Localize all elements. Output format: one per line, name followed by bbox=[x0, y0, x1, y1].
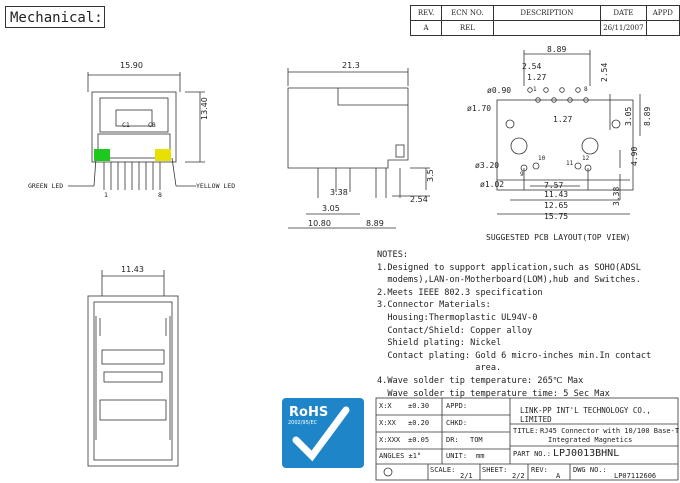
note-line: Shield plating: Nickel bbox=[377, 338, 502, 349]
note-line: Housing:Thermoplastic UL94V-0 bbox=[377, 312, 538, 323]
rohs-label: RoHS bbox=[289, 405, 329, 420]
side-view bbox=[287, 68, 430, 229]
projection-symbol-icon bbox=[383, 467, 393, 477]
green-led-label: GREEN LED bbox=[28, 182, 64, 190]
angles: ANGLES ±1° bbox=[379, 452, 422, 460]
pcb-127-a: 1.27 bbox=[527, 73, 547, 82]
tol-xxx-value: ±0.05 bbox=[408, 436, 430, 444]
pin-8-label: 8 bbox=[158, 191, 162, 199]
tol-xx-value: ±0.20 bbox=[408, 419, 430, 427]
pcb-254-a: 2.54 bbox=[522, 62, 542, 71]
side-1080-dim: 10.80 bbox=[308, 219, 331, 228]
tol-xx: X:XX bbox=[379, 419, 396, 427]
pcb-1265: 12.65 bbox=[544, 201, 569, 210]
yellow-led-label: YELLOW LED bbox=[196, 182, 236, 190]
rev-value: A bbox=[556, 472, 561, 480]
note-line: 4.Wave solder tip temperature: 265℃ Max bbox=[377, 375, 584, 386]
note-line: 2.Meets IEEE 802.3 specification bbox=[377, 287, 543, 298]
front-view bbox=[68, 72, 205, 190]
pcb-170: ø1.70 bbox=[467, 104, 492, 113]
part-number: LPJ0013BHNL bbox=[553, 448, 620, 459]
note-line: Contact plating: Gold 6 micro-inches min… bbox=[377, 350, 652, 361]
pcb-pin-12: 12 bbox=[582, 155, 590, 162]
rev-label: REV: bbox=[531, 466, 548, 474]
pcb-caption: SUGGESTED PCB LAYOUT(TOP VIEW) bbox=[486, 233, 631, 242]
bottom-width-dim: 11.43 bbox=[121, 265, 144, 274]
pcb-pin-1: 1 bbox=[533, 86, 537, 93]
pcb-pin-11: 11 bbox=[566, 160, 574, 167]
scale-label: SCALE: bbox=[430, 466, 456, 474]
pcb-889-top: 8.89 bbox=[547, 45, 567, 54]
sheet-label: SHEET: bbox=[482, 466, 508, 474]
pcb-320: ø3.20 bbox=[475, 161, 500, 170]
pcb-pin-9: 9 bbox=[520, 171, 524, 178]
tol-xxx: X:XXX bbox=[379, 436, 401, 444]
rohs-badge: RoHS 2002/95/EC bbox=[282, 398, 364, 468]
note-line: 1.Designed to support application,such a… bbox=[377, 262, 641, 273]
pcb-pin-8: 8 bbox=[584, 86, 588, 93]
title-value-1: RJ45 Connector with 10/100 Base-T bbox=[540, 427, 680, 435]
side-889-dim: 8.89 bbox=[366, 219, 384, 228]
note-line: Wave solder tip temperature time: 5 Sec … bbox=[377, 388, 610, 399]
rohs-sub: 2002/95/EC bbox=[288, 420, 318, 426]
pcb-1143: 11.43 bbox=[544, 190, 569, 199]
sheet-value: 2/2 bbox=[512, 472, 525, 480]
dr-value: TOM bbox=[470, 436, 483, 444]
notes: NOTES: 1.Designed to support application… bbox=[377, 249, 677, 400]
appd-value bbox=[645, 20, 680, 36]
part-label: PART NO.: bbox=[513, 450, 551, 458]
dwg-label: DWG NO.: bbox=[573, 466, 607, 474]
title-value-2: Integrated Magnetics bbox=[548, 436, 633, 444]
yellow-led bbox=[155, 149, 171, 161]
dr-label: DR: bbox=[446, 436, 459, 444]
pin-c1-label: C1 bbox=[122, 121, 130, 129]
side-338-dim: 3.38 bbox=[330, 188, 348, 197]
title-block-grid bbox=[375, 397, 679, 481]
company-name: LINK-PP INT'L TECHNOLOGY CO., LIMITED bbox=[520, 406, 651, 424]
appd-col: APPD bbox=[645, 5, 680, 21]
pcb-127-b: 1.27 bbox=[553, 115, 573, 124]
side-depth-dim: 21.3 bbox=[342, 61, 360, 70]
tol-x: X:X bbox=[379, 402, 392, 410]
appd-label: APPD: bbox=[446, 402, 468, 410]
title-label: TITLE: bbox=[513, 427, 539, 435]
green-led bbox=[94, 149, 110, 161]
notes-title: NOTES: bbox=[377, 250, 409, 260]
page-title: Mechanical: bbox=[5, 6, 105, 28]
note-line: area. bbox=[377, 363, 502, 374]
front-width-dim: 15.90 bbox=[120, 61, 143, 70]
pcb-757: 7.57 bbox=[544, 181, 564, 190]
revision-table: REV. ECN NO. DESCRIPTION DATE APPD A REL… bbox=[409, 5, 680, 36]
pcb-090: ø0.90 bbox=[487, 86, 512, 95]
dwg-value: LP07112606 bbox=[614, 472, 657, 480]
bottom-view bbox=[87, 270, 179, 467]
date-value: 26/11/2007 bbox=[600, 20, 647, 36]
ecn-value: REL bbox=[441, 20, 494, 36]
pcb-layout bbox=[496, 50, 641, 215]
pcb-102: ø1.02 bbox=[480, 180, 505, 189]
check-icon bbox=[292, 406, 350, 462]
note-line: Contact/Shield: Copper alloy bbox=[377, 325, 533, 336]
note-line: modems),LAN-on-Motherboard(LOM),hub and … bbox=[377, 275, 641, 286]
chkd-label: CHKD: bbox=[446, 419, 468, 427]
tol-x-value: ±0.30 bbox=[408, 402, 430, 410]
unit-value: mm bbox=[476, 452, 485, 460]
pin-c8-label: C8 bbox=[148, 121, 156, 129]
pcb-1575: 15.75 bbox=[544, 212, 569, 221]
unit-label: UNIT: bbox=[446, 452, 468, 460]
pin-1-label: 1 bbox=[104, 191, 108, 199]
note-line: 3.Connector Materials: bbox=[377, 300, 491, 311]
pcb-pin-10: 10 bbox=[538, 155, 546, 162]
side-254-dim: 2.54 bbox=[410, 195, 428, 204]
side-305-dim: 3.05 bbox=[322, 204, 340, 213]
scale-value: 2/1 bbox=[460, 472, 473, 480]
